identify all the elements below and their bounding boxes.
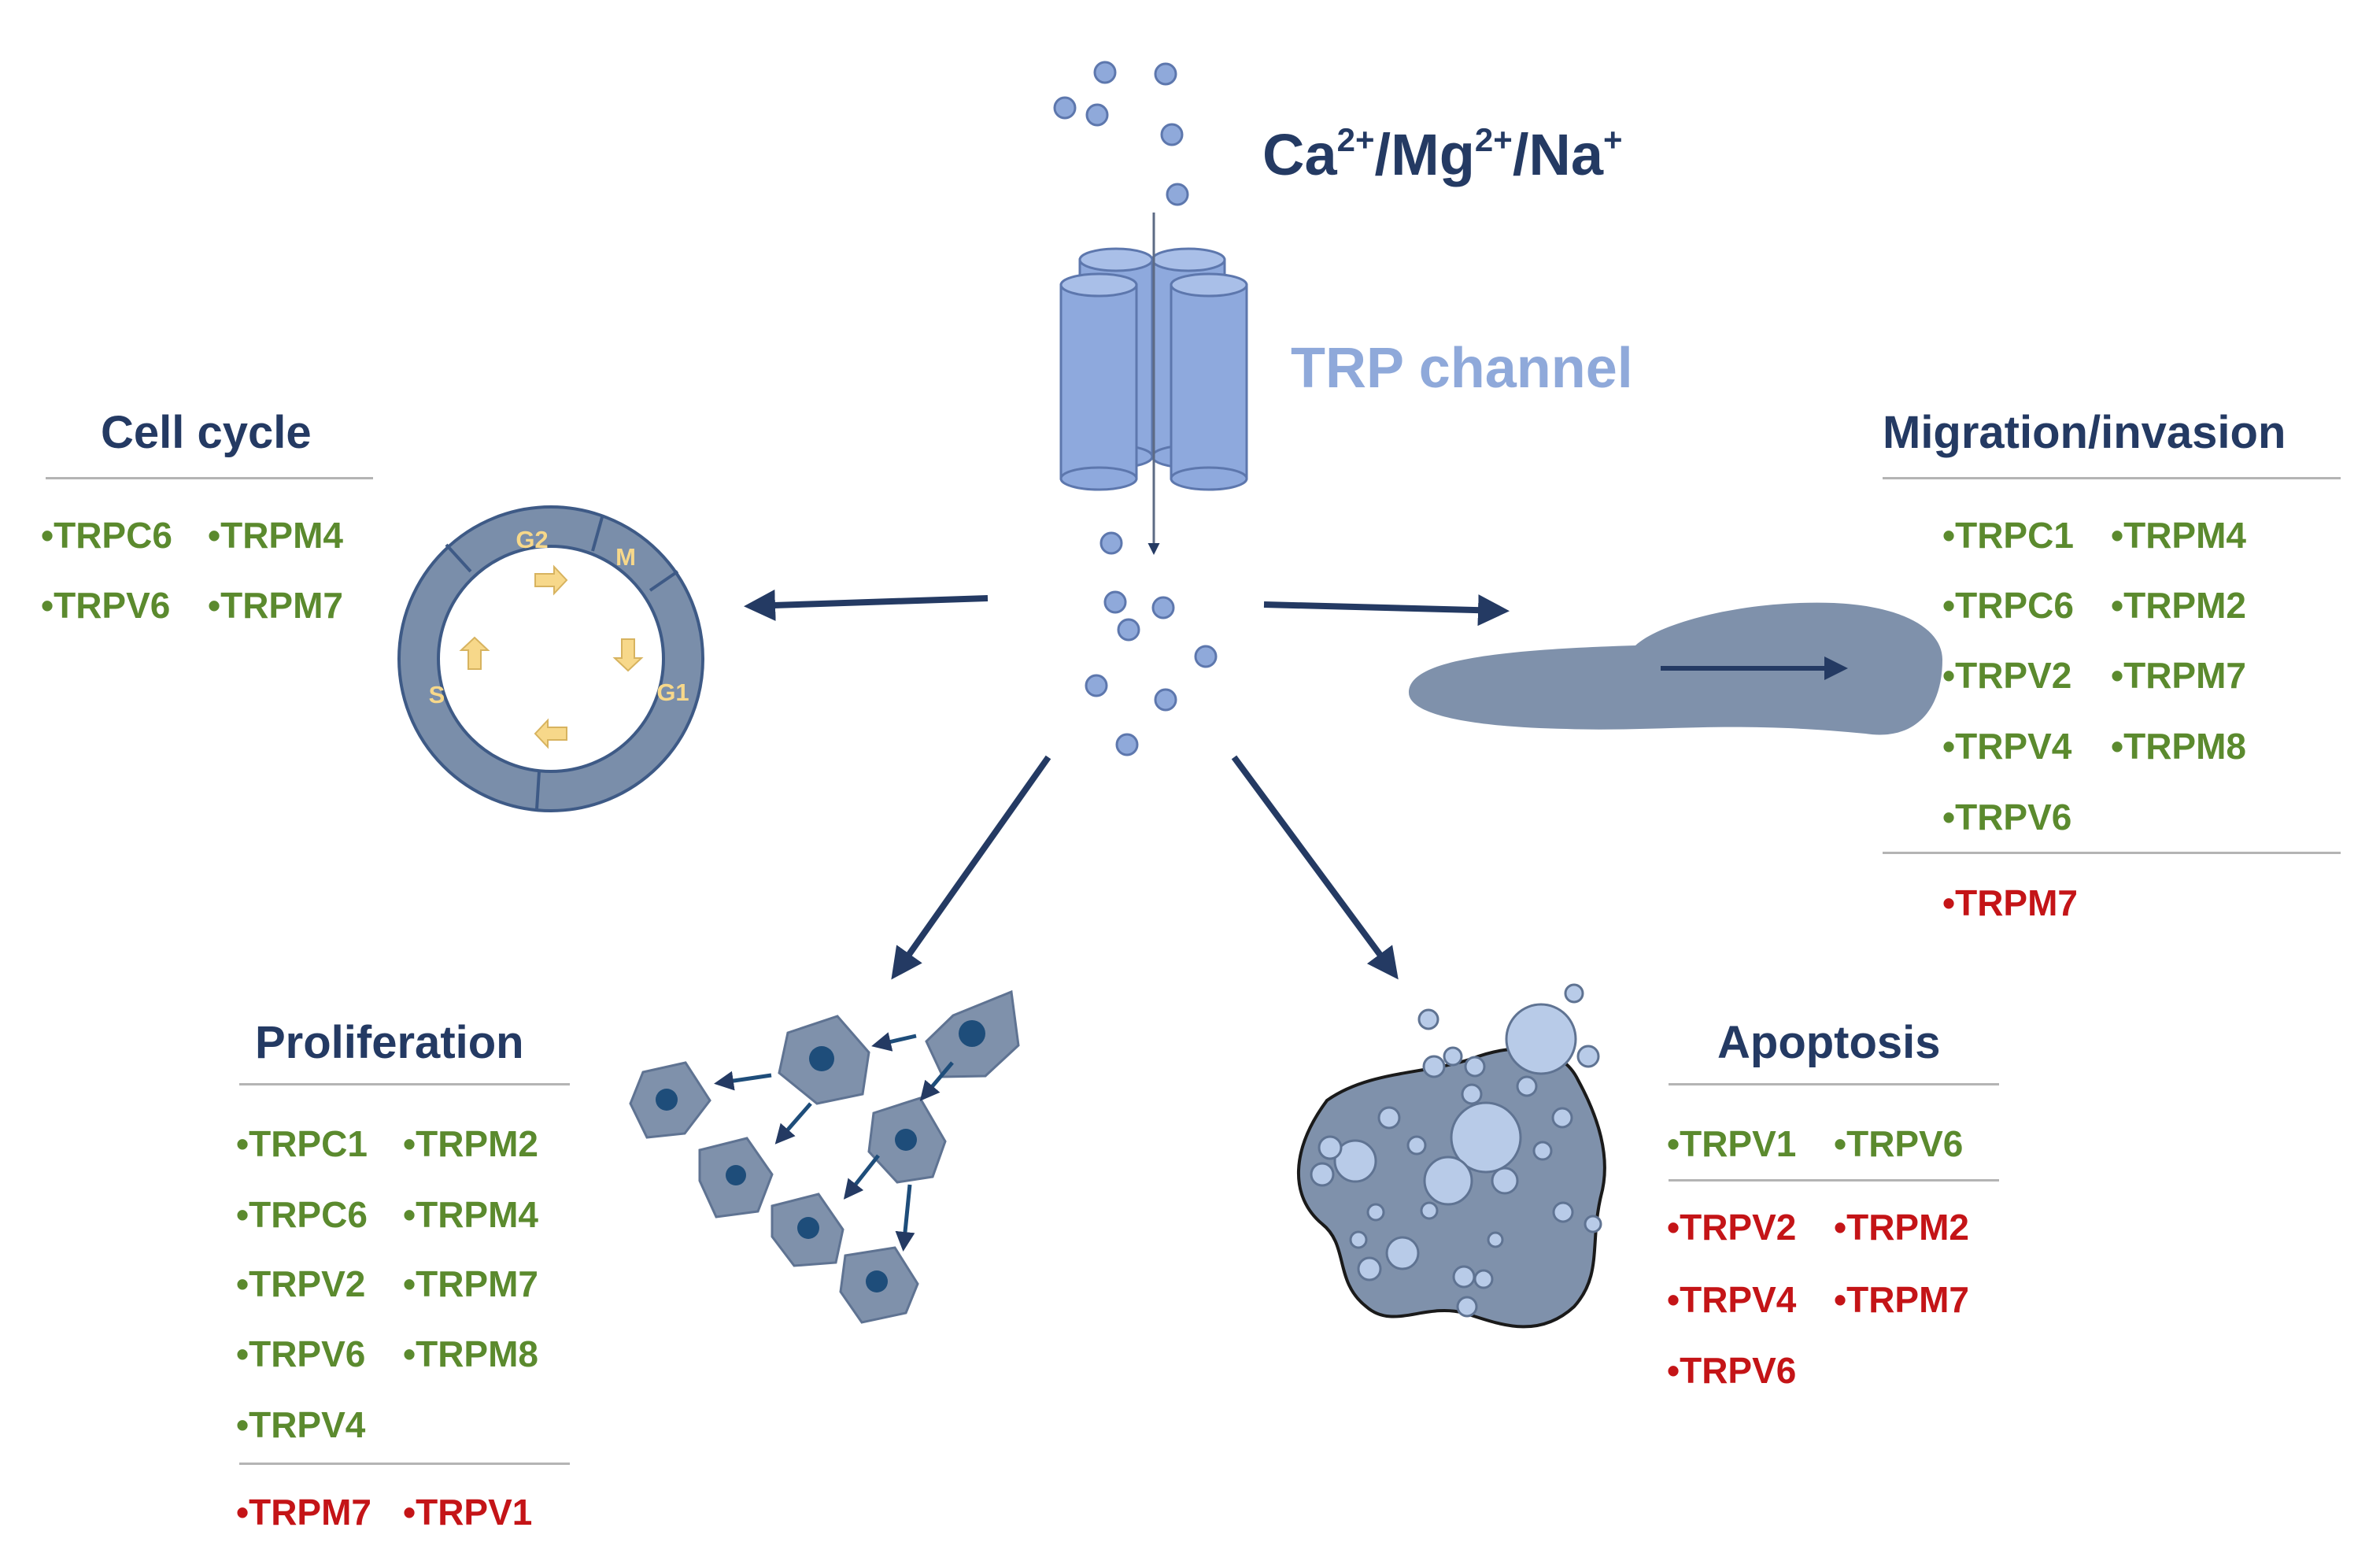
cell-cycle-title: Cell cycle [101,407,312,458]
ions-top [1053,61,1189,206]
gene-label: •TRPV4 [1667,1279,1797,1320]
gene-label: •TRPV4 [1942,726,2072,767]
ion-particle [1160,123,1184,146]
migrating-cell-icon [1409,602,1942,735]
ion-particle [1154,688,1177,712]
gene-label: •TRPM8 [403,1333,539,1374]
phase-arrow-icon [614,638,642,671]
ion-particle [1085,674,1108,697]
ion-sodium: Na [1528,122,1603,187]
arrow-to-apoptosis [1231,755,1399,980]
phase-g2-label: G2 [516,526,548,553]
gene-label: •TRPV6 [236,1333,366,1374]
gene-label: •TRPC6 [1942,585,2074,626]
ion-formula: Ca2+/Mg2+/Na+ [1262,124,1623,184]
gene-label: •TRPM7 [1942,882,2079,923]
arrow-to-proliferation [891,755,1051,980]
gene-label: •TRPV6 [1942,797,2072,838]
ion-calcium-charge: 2+ [1336,121,1375,158]
gene-label: •TRPM8 [2111,726,2247,767]
ion-particle [1085,103,1109,127]
gene-label: •TRPV6 [1834,1123,1964,1164]
ion-particle [1194,645,1218,668]
apoptosis-title: Apoptosis [1717,1017,1941,1068]
ion-particle [1166,183,1189,206]
gene-label: •TRPC6 [41,515,172,556]
gene-label: •TRPM7 [236,1492,372,1533]
gene-label: •TRPM7 [2111,655,2247,696]
phase-s-label: S [429,681,445,708]
ion-particle [1151,596,1175,619]
gene-label: •TRPM2 [403,1123,539,1164]
ions-bottom [1085,531,1218,756]
phase-g1-label: G1 [656,679,689,706]
proliferation-title: Proliferation [255,1017,524,1068]
gene-label: •TRPV1 [403,1492,533,1533]
trp-channel-label: TRP channel [1291,337,1633,400]
gene-label: •TRPM4 [403,1194,539,1235]
phase-arrow-icon [534,566,567,594]
ion-calcium: Ca [1262,122,1337,187]
gene-label: •TRPC6 [236,1194,368,1235]
gene-label: •TRPV4 [236,1404,366,1445]
ion-particle [1053,96,1077,120]
ion-separator: / [1512,122,1529,187]
ion-particle [1154,62,1177,86]
arrow-to-cell-cycle [744,589,989,621]
trp-channel-icon [1059,247,1248,491]
proliferating-cells [629,989,1020,1324]
ion-separator: / [1374,122,1391,187]
gene-label: •TRPM7 [403,1263,539,1304]
ion-sodium-charge: + [1602,121,1623,158]
divider [1669,1083,1999,1085]
gene-label: •TRPV1 [1667,1123,1797,1164]
gene-label: •TRPV2 [236,1263,366,1304]
gene-label: •TRPC1 [1942,515,2074,556]
gene-label: •TRPV2 [1667,1207,1797,1248]
arrow-to-migration [1263,594,1510,627]
gene-label: •TRPM2 [2111,585,2247,626]
ion-magnesium-charge: 2+ [1474,121,1513,158]
gene-label: •TRPM4 [2111,515,2247,556]
divider [1883,477,2341,479]
cell-cycle-ring: G2 M G1 S [397,505,704,812]
phase-arrow-icon [534,719,567,748]
phase-arrow-icon [460,637,489,670]
ion-particle [1117,618,1140,642]
gene-label: •TRPM7 [1834,1279,1970,1320]
gene-label: •TRPV6 [41,585,171,626]
ion-magnesium: Mg [1391,122,1475,187]
phase-m-label: M [615,543,636,571]
apoptotic-cell-icon [1297,983,1606,1329]
gene-label: •TRPM2 [1834,1207,1970,1248]
gene-label: •TRPC1 [236,1123,368,1164]
ion-particle [1115,733,1139,756]
ion-particle [1103,590,1127,614]
migration-title: Migration/invasion [1883,407,2286,458]
divider [1883,852,2341,854]
gene-label: •TRPV6 [1667,1350,1797,1391]
gene-label: •TRPV2 [1942,655,2072,696]
divider [46,477,373,479]
gene-label: •TRPM4 [208,515,344,556]
divider [239,1463,570,1465]
ion-particle [1093,61,1117,84]
divider [1669,1179,1999,1182]
ion-particle [1099,531,1123,555]
divider [239,1083,570,1085]
gene-label: •TRPM7 [208,585,344,626]
